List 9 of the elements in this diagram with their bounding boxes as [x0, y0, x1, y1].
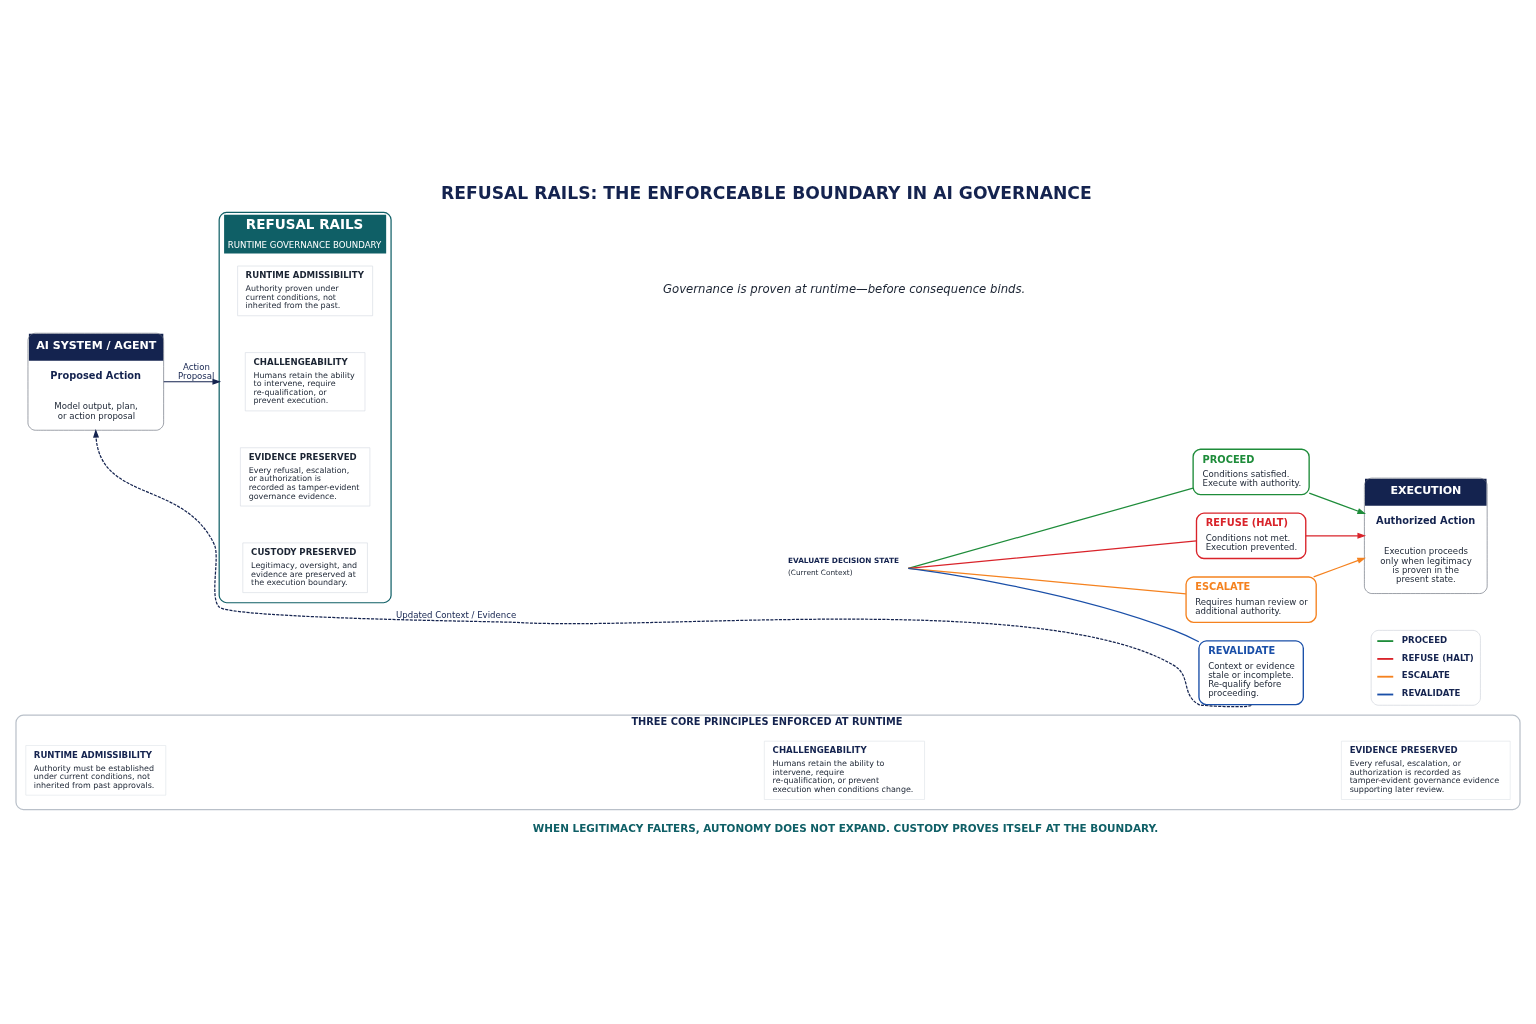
legend-label: REFUSE (HALT): [1401, 652, 1474, 663]
edge-label: Action Proposal: [178, 361, 215, 381]
label: Governance is proven at runtime—before consequence binds.: [663, 281, 1026, 296]
diagram-title: REFUSAL RAILS: THE ENFORCEABLE BOUNDARY IN AI GOVERNANCE: [441, 182, 1092, 203]
legend-label: REVALIDATE: [1401, 687, 1461, 698]
legend-label: PROCEED: [1401, 634, 1448, 645]
label: WHEN LEGITIMACY FALTERS, AUTONOMY DOES NOT EXPAND. CUSTODY PROVES ITSELF AT THE BOUNDARY.: [532, 821, 1159, 834]
legend-label: ESCALATE: [1401, 669, 1450, 680]
edge-label: Updated Context / Evidence: [395, 609, 517, 620]
